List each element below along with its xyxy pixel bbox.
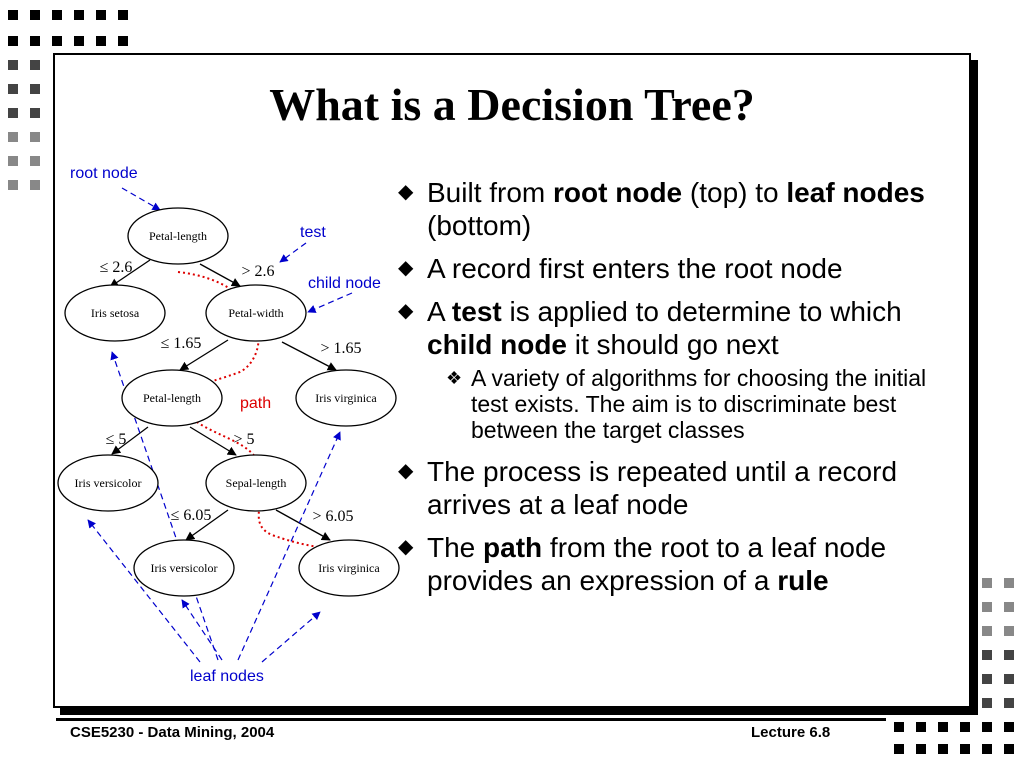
- bullet-4: ◆ The process is repeated until a record…: [398, 456, 898, 520]
- node-label: Sepal-length: [226, 476, 287, 490]
- node-label: Petal-length: [149, 229, 207, 243]
- diamond-bullet-icon: ◆: [398, 460, 414, 482]
- edge-n4-n6: [111, 426, 149, 455]
- diamond-bullet-icon: ◆: [398, 536, 414, 558]
- diamond-bullet-icon: ◆: [398, 257, 414, 279]
- edge-label: > 6.05: [312, 508, 353, 525]
- sub-bullet-1: ❖ A variety of algorithms for choosing t…: [446, 365, 927, 443]
- corner-pattern-bottom-right: [894, 578, 1014, 754]
- leaf-arrow-virginica-1: [237, 431, 341, 661]
- diamond-bullet-icon: ◆: [398, 300, 414, 322]
- node-n4-shape: [121, 369, 223, 427]
- edge-n7-n8: [185, 509, 229, 541]
- edge-label: > 1.65: [320, 340, 361, 357]
- bullet-5: ◆ The path from the root to a leaf node …: [398, 532, 887, 596]
- node-label: Iris virginica: [315, 391, 377, 405]
- node-label: Petal-width: [228, 306, 283, 320]
- leaf-arrow-virginica-2: [261, 611, 321, 663]
- leaf-arrow-versicolor-2: [181, 599, 223, 661]
- edge-label: ≤ 5: [106, 431, 127, 448]
- annotation-child-node: child node: [308, 275, 381, 292]
- annotation-leaf-nodes: leaf nodes: [190, 668, 264, 685]
- node-label: Iris versicolor: [75, 476, 142, 490]
- bullet-2: ◆ A record first enters the root node: [398, 253, 843, 284]
- edge-n7-n9: [275, 509, 331, 541]
- node-n3-shape: [205, 284, 307, 342]
- edge-n3-n4: [179, 339, 229, 371]
- leaf-arrow-versicolor-1: [87, 519, 201, 663]
- bullet-list: ◆ Built from root node (top) to leaf nod…: [396, 176, 968, 607]
- node-label: Petal-length: [143, 391, 201, 405]
- bullet-1: ◆ Built from root node (top) to leaf nod…: [398, 177, 925, 241]
- annotation-test: test: [300, 224, 326, 241]
- edge-n1-n3: [199, 263, 241, 287]
- footer-course: CSE5230 - Data Mining, 2004: [70, 724, 275, 741]
- footer-lecture: Lecture 6.8: [751, 724, 831, 741]
- annotation-path: path: [240, 395, 271, 412]
- edge-n4-n7: [189, 426, 237, 456]
- edge-label: > 5: [233, 431, 254, 448]
- node-n9-shape: [298, 539, 400, 597]
- annotation-arrow-root: [121, 187, 161, 211]
- edge-label: ≤ 2.6: [100, 259, 133, 276]
- node-label: Iris versicolor: [151, 561, 218, 575]
- four-diamond-bullet-icon: ❖: [446, 368, 463, 388]
- node-n1-shape: [127, 207, 229, 265]
- diamond-bullet-icon: ◆: [398, 181, 414, 203]
- node-n6-shape: [57, 454, 159, 512]
- edge-n3-n5: [281, 341, 337, 371]
- node-n8-shape: [133, 539, 235, 597]
- annotation-arrow-test: [279, 242, 307, 263]
- corner-pattern-top-left: [8, 10, 128, 190]
- edge-label: > 2.6: [241, 263, 274, 280]
- node-label: Iris virginica: [318, 561, 380, 575]
- node-n7-shape: [205, 454, 307, 512]
- bullet-3: ◆ A test is applied to determine to whic…: [398, 296, 902, 360]
- node-label: Iris setosa: [91, 306, 140, 320]
- slide-title: What is a Decision Tree?: [269, 79, 755, 130]
- edge-label: ≤ 1.65: [161, 335, 202, 352]
- edge-n1-n2: [109, 259, 151, 288]
- footer-rule: [56, 718, 886, 721]
- annotation-root-node: root node: [70, 165, 138, 182]
- edge-label: ≤ 6.05: [171, 507, 212, 524]
- node-n5-shape: [295, 369, 397, 427]
- annotation-arrow-child: [307, 292, 353, 313]
- node-n2-shape: [64, 284, 166, 342]
